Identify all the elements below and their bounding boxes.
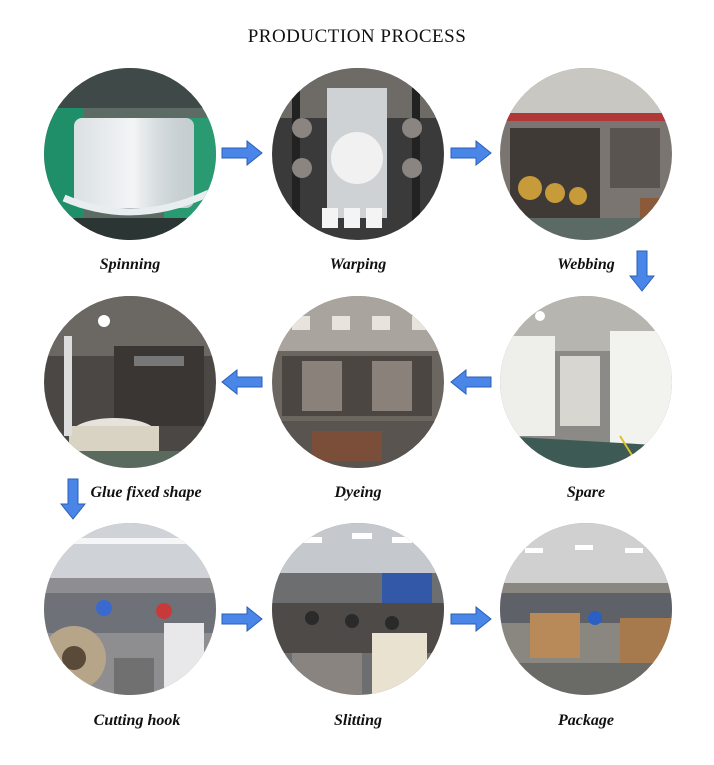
step-label-glue-fixed-shape: Glue fixed shape xyxy=(90,484,202,501)
photo-spare xyxy=(500,296,672,468)
photo-glue-fixed-shape xyxy=(44,296,216,468)
step-label-slitting: Slitting xyxy=(333,712,383,729)
arrow-down-icon xyxy=(60,478,86,520)
page-title: PRODUCTION PROCESS xyxy=(247,26,467,47)
photo-spinning xyxy=(44,68,216,240)
step-label-webbing: Webbing xyxy=(557,256,615,273)
arrow-right-icon xyxy=(450,140,492,166)
arrow-right-icon xyxy=(221,606,263,632)
arrow-right-icon xyxy=(450,606,492,632)
step-label-cutting-hook: Cutting hook xyxy=(93,712,181,729)
arrow-left-icon xyxy=(450,369,492,395)
photo-slitting xyxy=(272,523,444,695)
arrow-down-icon xyxy=(629,250,655,292)
photo-cutting-hook xyxy=(44,523,216,695)
arrow-left-icon xyxy=(221,369,263,395)
step-label-spare: Spare xyxy=(566,484,606,501)
step-label-warping: Warping xyxy=(329,256,387,273)
step-label-spinning: Spinning xyxy=(99,256,161,273)
step-label-package: Package xyxy=(558,712,614,729)
photo-package xyxy=(500,523,672,695)
arrow-right-icon xyxy=(221,140,263,166)
step-label-dyeing: Dyeing xyxy=(334,484,382,501)
photo-webbing xyxy=(500,68,672,240)
photo-dyeing xyxy=(272,296,444,468)
photo-warping xyxy=(272,68,444,240)
